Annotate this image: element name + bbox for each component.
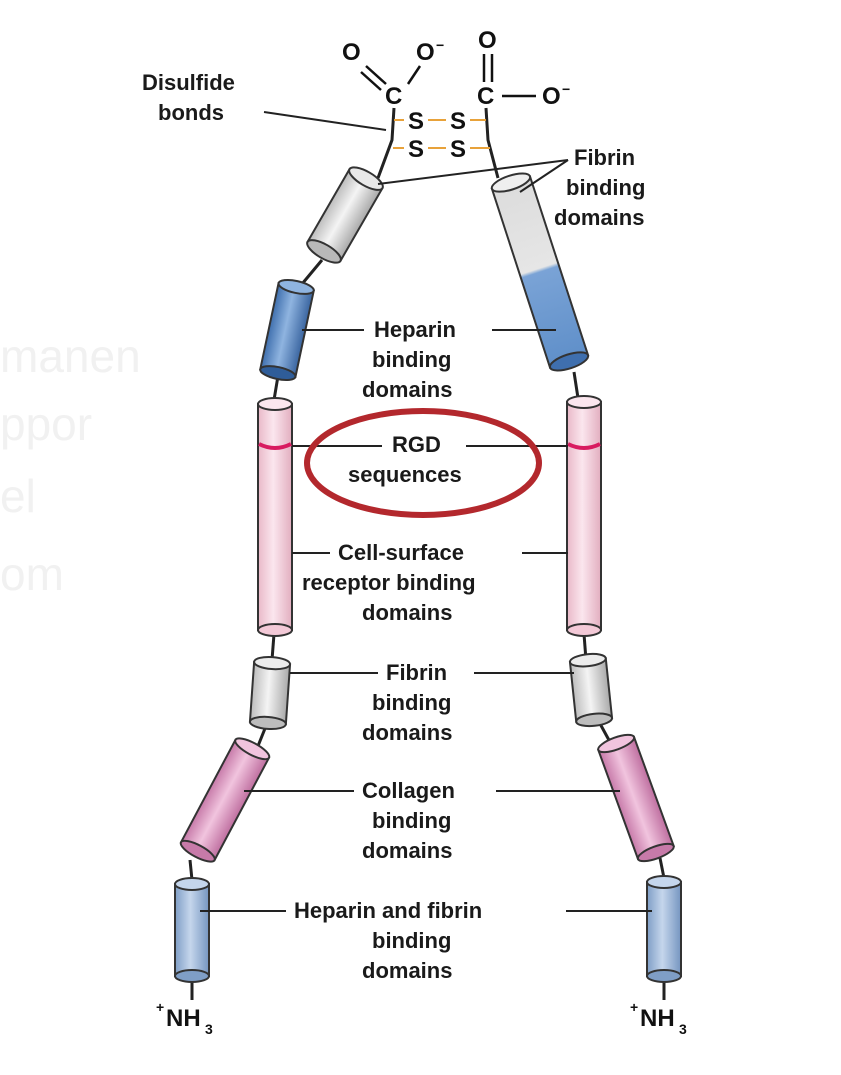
heparin-fibrin-binding-domains-label: Heparin and fibrin binding domains [200,898,652,983]
chain-link [270,633,276,661]
left-fibrin-binding-domain-mid [248,655,292,731]
ghost-line: ppor [0,398,92,450]
left-cell-surface-domain [257,397,293,637]
ghost-line: el [0,470,36,522]
right-chain [490,172,682,1000]
label-line: domains [362,720,452,745]
positive-charge: + [630,999,638,1015]
label-line: Fibrin [574,145,635,170]
chain-left-top [376,107,396,179]
label-line: RGD [392,432,441,457]
oxygen-left-top: O [342,39,361,66]
fibrin-binding-domains-mid-label: Fibrin binding domains [290,660,574,745]
sulfur-atom: S [408,108,424,135]
left-rgd-band [258,442,292,450]
label-line: binding [372,808,451,833]
positive-charge: + [156,999,164,1015]
amine-subscript: 3 [679,1021,687,1037]
s-bg [404,136,428,160]
label-line: sequences [348,462,462,487]
right-rgd-band [567,442,601,450]
right-heparin-fibrin-binding-domain [646,875,682,983]
label-line: binding [566,175,645,200]
label-line: Collagen [362,778,455,803]
chain-right-top [484,107,500,179]
chain-link [188,859,194,881]
rgd-highlight-circle [304,408,542,518]
oxygen-right-minus: O [542,83,561,110]
sulfur-atom: S [450,108,466,135]
s-bg [446,136,470,160]
carbon-left: C [385,83,402,110]
amino-terminus-left: + NH 3 [156,999,213,1037]
s-bg [404,108,428,132]
chain-link [572,371,580,399]
carbon-right: C [477,83,494,110]
s-bg [446,108,470,132]
right-cell-surface-domain [566,395,602,637]
leader-line [377,159,569,185]
label-line: binding [372,690,451,715]
cell-surface-receptor-label: Cell-surface receptor binding domains [292,540,568,625]
chain-link [658,857,666,879]
chain-link [300,259,324,285]
right-fibrin-binding-domain-mid [568,652,614,728]
heparin-binding-domains-label: Heparin binding domains [302,317,556,402]
amino-terminus-right: + NH 3 [630,999,687,1037]
label-line: Heparin [374,317,456,342]
amine-group: NH [640,1005,675,1032]
double-bond-left-b [360,71,382,91]
left-heparin-binding-domain [259,279,315,381]
label-line: domains [362,600,452,625]
label-line: domains [554,205,644,230]
amine-group: NH [166,1005,201,1032]
background-ghost-text: manen ppor el om [0,330,141,600]
double-bond-left-a [365,65,387,85]
ghost-line: manen [0,330,141,382]
single-bond-left [406,65,422,85]
label-line: binding [372,347,451,372]
right-collagen-binding-domain [597,733,675,863]
oxygen-left-minus: O [416,39,435,66]
label-line: domains [362,958,452,983]
carboxyl-terminus: O O − C O C O − S S S S [342,27,570,179]
sulfur-atom: S [408,136,424,163]
label-line: Heparin and fibrin [294,898,482,923]
fibrin-binding-domains-top-label: Fibrin binding domains [377,145,645,230]
label-line: Cell-surface [338,540,464,565]
right-fibrin-heparin-domain [490,172,590,372]
label-line: receptor binding [302,570,476,595]
label-line: Disulfide [142,70,235,95]
left-heparin-fibrin-binding-domain [174,877,210,983]
leader-line [519,159,569,193]
left-collagen-binding-domain [179,737,271,863]
label-line: bonds [158,100,224,125]
collagen-binding-domains-label: Collagen binding domains [244,778,620,863]
disulfide-bonds-label: Disulfide bonds [142,70,387,131]
left-fibrin-binding-domain-top [306,166,384,264]
oxygen-right-top: O [478,27,497,54]
negative-charge-left: − [436,37,444,53]
left-chain [174,166,384,1000]
label-line: domains [362,377,452,402]
rgd-sequences-label: RGD sequences [292,408,568,518]
sulfur-atom: S [450,136,466,163]
leader-line [263,111,387,131]
label-line: domains [362,838,452,863]
label-line: Fibrin [386,660,447,685]
amine-subscript: 3 [205,1021,213,1037]
negative-charge-right: − [562,81,570,97]
label-line: binding [372,928,451,953]
ghost-line: om [0,548,64,600]
